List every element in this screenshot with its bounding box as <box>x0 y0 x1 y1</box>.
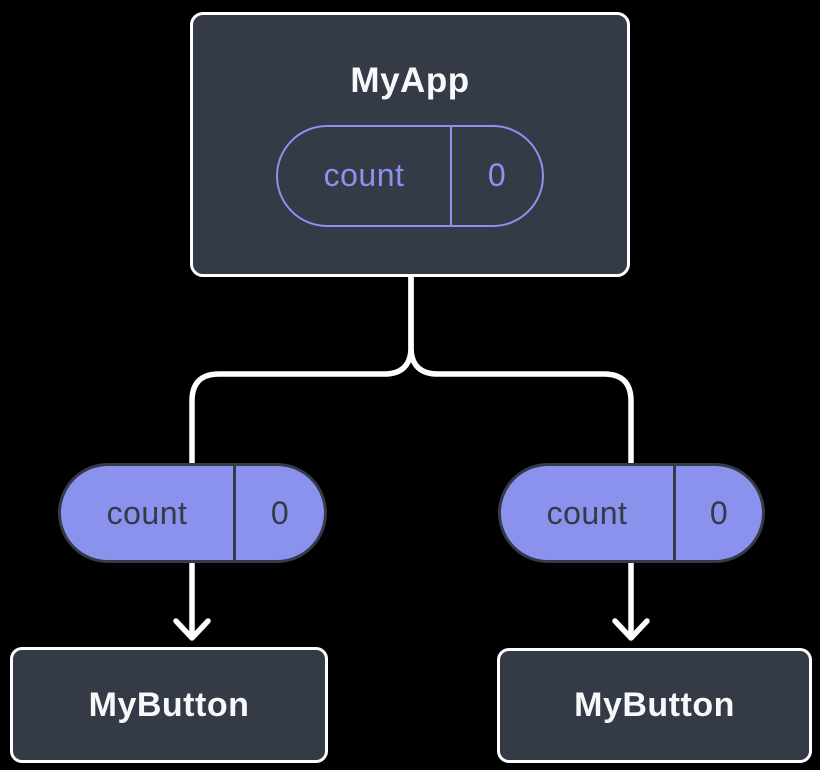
branch-line-left <box>189 272 414 468</box>
branch-line-right <box>408 272 634 468</box>
prop-name-label-left: count <box>106 494 188 531</box>
prop-value-label-left: 0 <box>233 466 324 560</box>
state-pill: count 0 <box>276 124 544 227</box>
child-component-title-left: MyButton <box>88 685 250 724</box>
prop-name-label-right: count <box>546 494 628 531</box>
prop-arrow-right-head-icon <box>612 618 650 641</box>
prop-arrow-left-head-icon <box>173 618 211 641</box>
state-value-label: 0 <box>450 126 542 225</box>
prop-pill-left: count 0 <box>58 463 327 563</box>
state-name-label: count <box>323 157 405 194</box>
root-component-title: MyApp <box>350 61 470 101</box>
child-component-node-right: MyButton <box>497 648 812 763</box>
prop-value-label-right: 0 <box>673 466 762 560</box>
root-component-node: MyApp count 0 <box>190 12 630 277</box>
child-component-node-left: MyButton <box>10 647 328 763</box>
child-component-title-right: MyButton <box>574 686 735 724</box>
prop-pill-right: count 0 <box>498 463 765 563</box>
